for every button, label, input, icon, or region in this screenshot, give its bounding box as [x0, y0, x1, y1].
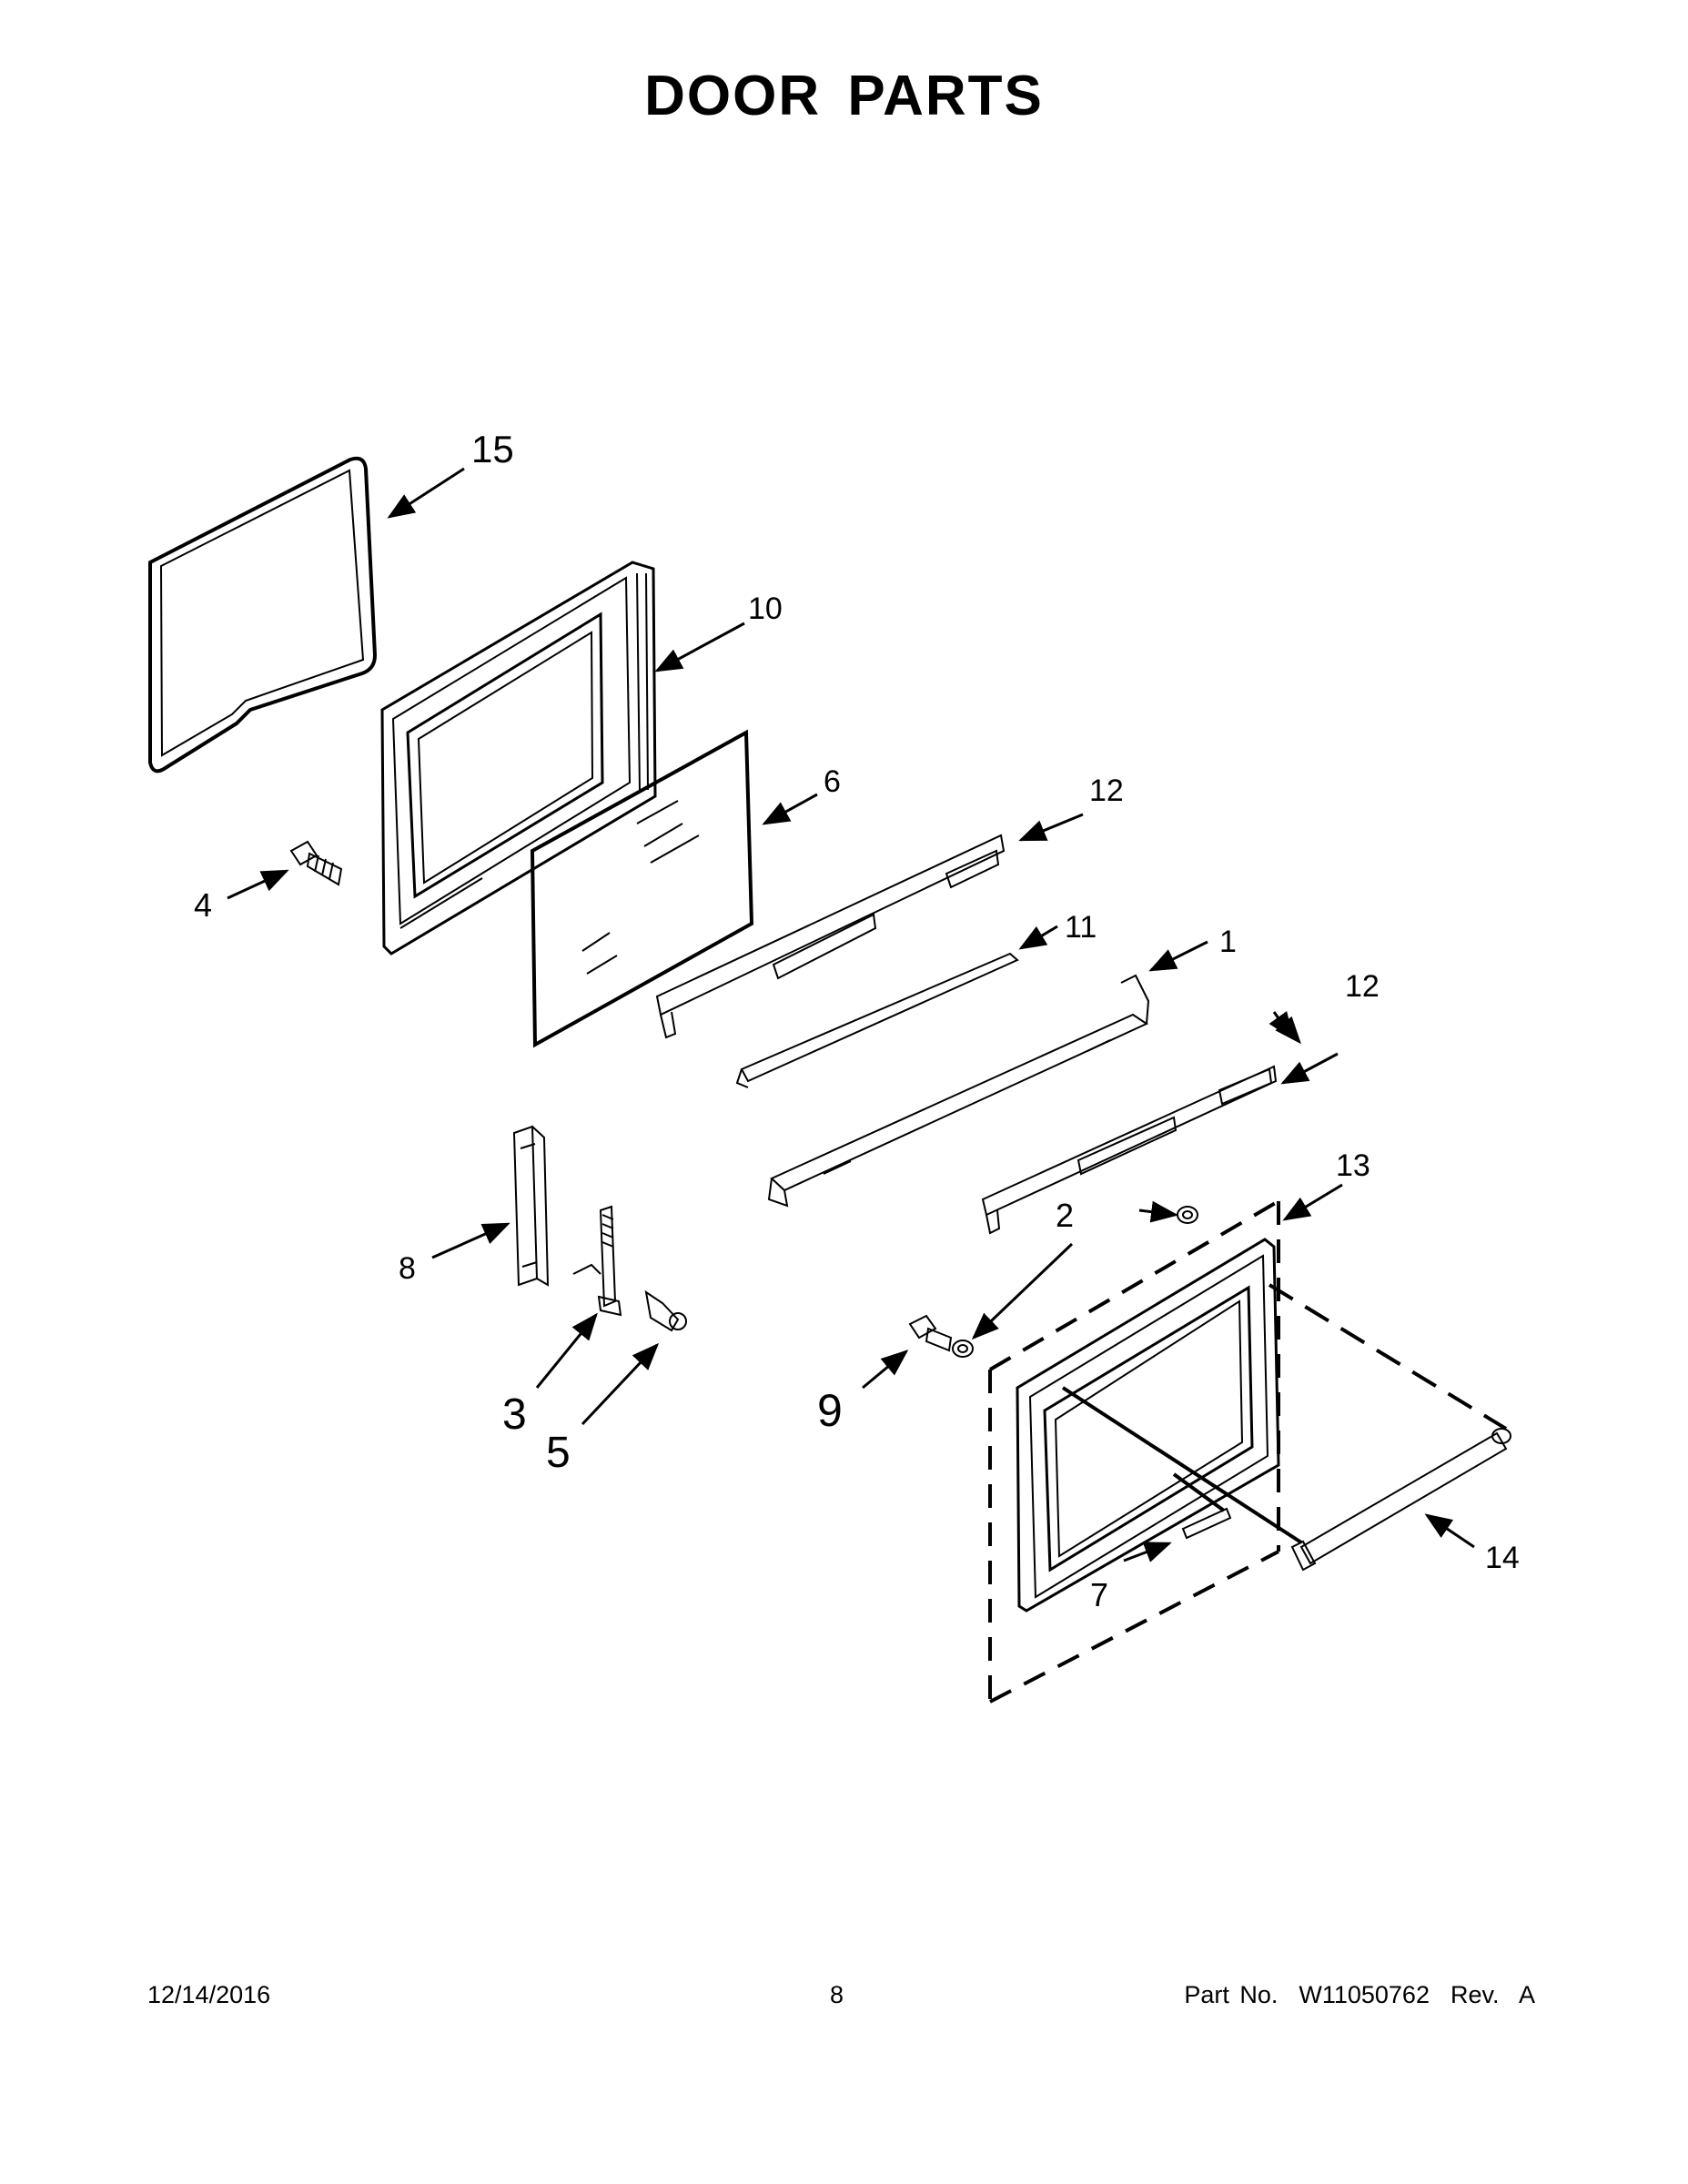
callout-12-lower: 12 — [1345, 969, 1380, 1004]
part-7-leader — [1172, 1472, 1226, 1512]
callout-8: 8 — [399, 1251, 416, 1286]
callout-1: 1 — [1219, 925, 1237, 959]
callout-14: 14 — [1485, 1541, 1520, 1575]
footer-page-number: 8 — [830, 1981, 844, 2008]
footer-date: 12/14/2016 — [147, 1981, 271, 2008]
callout-15: 15 — [471, 428, 514, 470]
screw-part-9 — [908, 1314, 953, 1352]
callout-arrows — [227, 467, 1475, 1562]
callout-5: 5 — [546, 1429, 571, 1477]
callout-12-upper: 12 — [1089, 774, 1124, 808]
outer-door-part-13 — [1016, 1238, 1280, 1613]
callout-9: 9 — [817, 1385, 843, 1436]
callout-11: 11 — [1065, 910, 1097, 945]
rail-part-12-lower — [981, 1065, 1278, 1235]
callout-3: 3 — [502, 1390, 527, 1439]
callout-2-upper: 2 — [1056, 1197, 1074, 1234]
callout-10: 10 — [748, 592, 783, 626]
rail-part-12-upper — [655, 834, 1006, 1039]
handle-part-14 — [1061, 1283, 1511, 1572]
hinge-receptacle-part-8 — [512, 1125, 550, 1287]
page-title: DOOR PARTS — [644, 65, 1044, 127]
gasket-part-15 — [148, 456, 378, 774]
inner-door-part-10 — [380, 561, 657, 956]
channel-part-1 — [767, 974, 1150, 1208]
footer-part-number: Part No. W11050762 Rev. A — [1184, 1981, 1535, 2008]
assembly-dashed-frame — [988, 1199, 1280, 1704]
strip-part-11 — [735, 952, 1019, 1088]
hinge-part-3 — [572, 1205, 622, 1317]
callout-7: 7 — [1090, 1576, 1108, 1613]
callout-6: 6 — [824, 764, 841, 799]
callout-labels: 15 10 6 4 12 11 1 12 8 2 13 9 3 5 7 14 — [194, 428, 1520, 1613]
callout-4: 4 — [194, 886, 212, 924]
screw-part-5 — [644, 1289, 687, 1332]
glass-part-6 — [530, 729, 754, 1048]
screw-part-4 — [289, 840, 343, 886]
callout-13: 13 — [1336, 1148, 1370, 1183]
